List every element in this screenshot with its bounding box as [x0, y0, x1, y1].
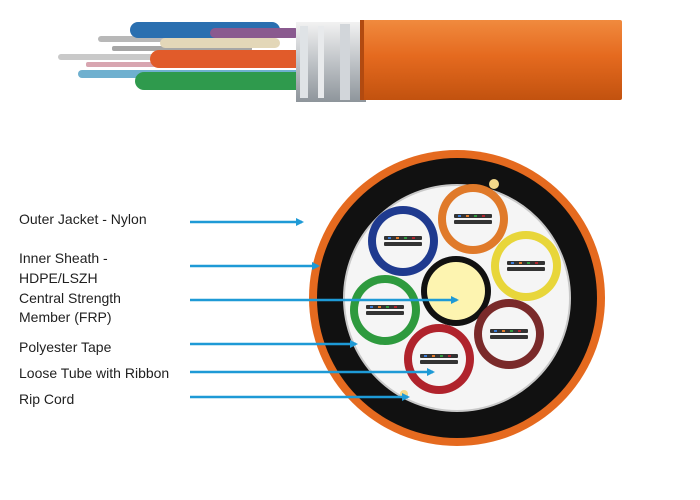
outer-jacket-segment: [360, 20, 622, 100]
cable-photo: [58, 20, 622, 102]
loose-tube-brown: [474, 299, 544, 369]
label-rip-cord: Rip Cord: [19, 391, 75, 407]
cable-cross-section: [309, 150, 605, 446]
loose-tube-yellow: [491, 231, 561, 301]
rip-cord: [489, 179, 499, 189]
loose-tube-orange: [438, 184, 508, 254]
pointer-arrows: [190, 218, 459, 401]
fiber-ribbons: [366, 214, 545, 364]
label-polyester-tape: Polyester Tape: [19, 339, 112, 355]
label-loose-tube: Loose Tube with Ribbon: [19, 365, 170, 381]
label-inner-sheath-line2: HDPE/LSZH: [19, 270, 98, 286]
label-outer-jacket: Outer Jacket - Nylon: [19, 211, 147, 227]
loose-tube-red: [404, 324, 474, 394]
label-inner-sheath-line1: Inner Sheath -: [19, 250, 108, 266]
fiber-colors: [370, 215, 538, 357]
loose-tube-green: [350, 275, 420, 345]
stripped-fibers: [58, 22, 310, 90]
label-central-line2: Member (FRP): [19, 309, 112, 325]
label-central-line1: Central Strength: [19, 290, 121, 306]
loose-tube-blue: [368, 206, 438, 276]
inner-sheath-segment: [296, 22, 366, 102]
